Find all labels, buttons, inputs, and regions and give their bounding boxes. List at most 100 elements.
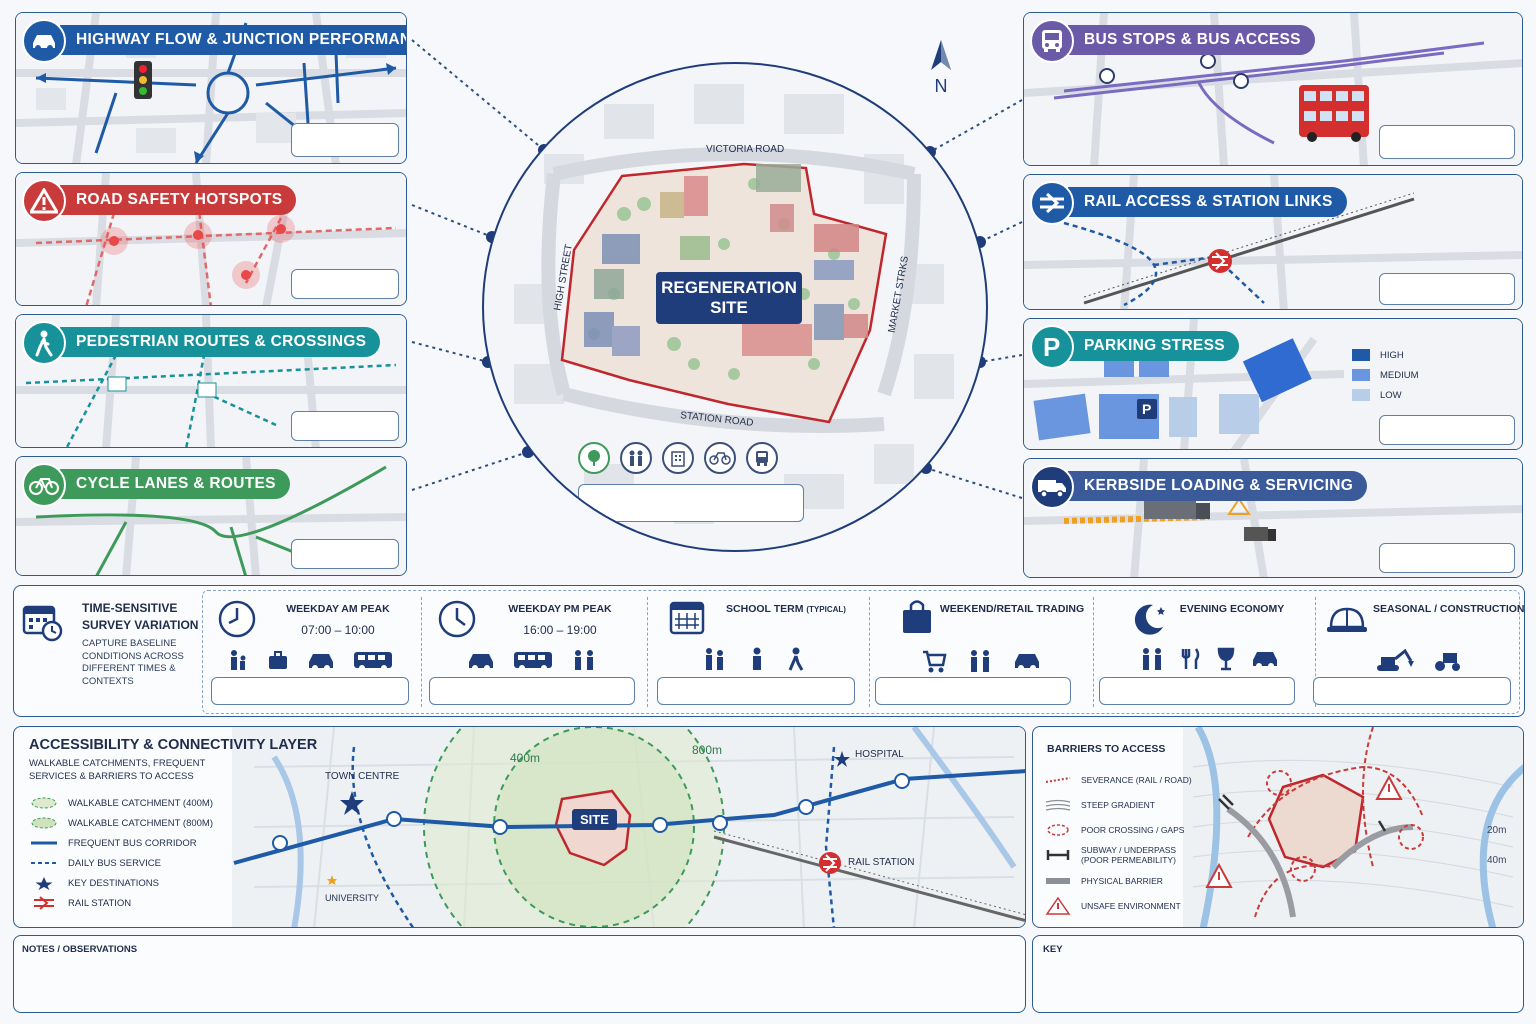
barriers-panel: Barriers to Access Severance (rail / roa…	[1032, 726, 1524, 928]
legend-high: High	[1352, 345, 1419, 365]
period-divider	[1315, 597, 1316, 707]
people-icon	[620, 442, 652, 474]
double-decker-bus-icon	[1299, 85, 1369, 142]
period-divider	[647, 597, 648, 707]
period-divider	[1093, 597, 1094, 707]
note-box[interactable]	[291, 123, 399, 157]
period-title: Weekday AM Peak	[286, 603, 390, 615]
barriers-legend: Severance (rail / road) Steep gradient P…	[1045, 767, 1192, 918]
period-note-box[interactable]	[657, 677, 855, 705]
legend-medium: Medium	[1352, 365, 1419, 385]
card-title: Road Safety Hotspots	[60, 185, 297, 215]
period-icons	[1139, 647, 1279, 676]
period-title: Seasonal / Construction	[1373, 603, 1525, 615]
card-kerbside: Kerbside Loading & Servicing	[1023, 458, 1523, 578]
accessibility-subtitle: Walkable catchments, frequent services &…	[29, 758, 206, 782]
north-label: N	[934, 76, 948, 96]
survey-periods: Weekday AM Peak 07:00 – 10:00 Weekday PM…	[202, 590, 1525, 716]
car-icon	[1013, 649, 1041, 678]
barriers-map	[1183, 727, 1523, 927]
period-icons	[467, 649, 597, 676]
period-title: Weekday PM Peak	[508, 603, 612, 615]
note-box[interactable]	[291, 539, 399, 569]
card-highway-flow: Highway Flow & Junction Performance	[15, 12, 407, 164]
moon-icon	[1131, 601, 1167, 642]
notes-title: Notes / Observations	[22, 944, 138, 955]
period-title: Weekend/Retail Trading	[939, 603, 1085, 615]
period-weekend-retail: Weekend/Retail Trading	[873, 591, 1089, 716]
star-icon	[35, 877, 53, 890]
note-box[interactable]	[1379, 415, 1515, 445]
legend-daily-bus: Daily bus service	[31, 857, 161, 869]
briefcase-icon	[267, 649, 289, 676]
note-box[interactable]	[1379, 543, 1515, 573]
card-title: Parking Stress	[1068, 331, 1239, 361]
bus-icon	[746, 442, 778, 474]
period-note-box[interactable]	[1099, 677, 1295, 705]
legend-frequent-bus: Frequent bus corridor	[31, 837, 197, 849]
clock-icon	[217, 599, 257, 644]
warning-icon	[1205, 862, 1233, 888]
map-label-hospital: Hospital	[855, 749, 904, 760]
hard-hat-icon	[1325, 603, 1369, 640]
notes-panel[interactable]: Notes / Observations	[13, 935, 1026, 1013]
trolley-icon	[921, 649, 947, 678]
period-note-box[interactable]	[211, 677, 409, 705]
north-arrow-icon	[931, 40, 951, 70]
warning-icon	[1045, 896, 1071, 915]
map-label-university: University	[325, 893, 380, 903]
period-time: 16:00 – 19:00	[523, 623, 597, 637]
clock-icon	[437, 599, 477, 644]
legend-steep-gradient: Steep gradient	[1045, 792, 1192, 817]
bus-icon	[513, 649, 553, 676]
calendar-clock-icon	[22, 602, 64, 647]
card-pedestrian: Pedestrian Routes & Crossings	[15, 314, 407, 448]
excavator-icon	[1375, 647, 1415, 678]
accessibility-map	[232, 727, 1025, 927]
card-title: Bus Stops & Bus Access	[1068, 25, 1315, 55]
car-icon	[467, 649, 495, 676]
truck-icon	[1030, 465, 1074, 509]
site-label: REGENERATION SITE	[656, 272, 802, 324]
period-note-box[interactable]	[429, 677, 635, 705]
glass-icon	[1217, 647, 1235, 676]
warning-icon	[22, 179, 66, 223]
note-box[interactable]	[291, 411, 399, 441]
people-icon	[571, 649, 597, 676]
map-label-800m: 800m	[692, 743, 723, 757]
period-note-box[interactable]	[1313, 677, 1511, 705]
card-title: Pedestrian Routes & Crossings	[60, 327, 381, 357]
north-arrow: N	[926, 38, 956, 95]
key-panel[interactable]: Key	[1032, 935, 1524, 1013]
period-title: Evening Economy	[1179, 603, 1285, 615]
accessibility-panel: Accessibility & Connectivity Layer Walka…	[13, 726, 1026, 928]
contour-label-40m: 40m	[1487, 855, 1507, 866]
legend-poor-crossing: Poor crossing / gaps	[1045, 817, 1192, 842]
car-icon	[22, 19, 66, 63]
note-box[interactable]	[1379, 125, 1515, 159]
people-icon	[1139, 647, 1165, 676]
card-road-safety: Road Safety Hotspots	[15, 172, 407, 306]
contour-label-20m: 20m	[1487, 825, 1507, 836]
svg-text:P: P	[1043, 334, 1060, 360]
legend-catchment-800: Walkable catchment (800m)	[30, 813, 213, 833]
person-icon	[749, 647, 765, 676]
period-note-box[interactable]	[875, 677, 1071, 705]
cutlery-icon	[1181, 647, 1201, 676]
card-parking-stress: P P Parking Stress High Medium Low	[1023, 318, 1523, 450]
period-icons	[227, 649, 393, 676]
tree-icon	[578, 442, 610, 474]
bus-icon	[1030, 19, 1074, 63]
note-box[interactable]	[1379, 273, 1515, 305]
roller-icon	[1433, 647, 1463, 678]
period-pm-peak: Weekday PM Peak 16:00 – 19:00	[425, 591, 641, 716]
note-box[interactable]	[291, 269, 399, 299]
card-title: Rail Access & Station Links	[1068, 187, 1347, 217]
period-evening: Evening Economy	[1097, 591, 1311, 716]
period-time: 07:00 – 10:00	[301, 623, 375, 637]
legend-low: Low	[1352, 385, 1419, 405]
period-icons	[921, 649, 1041, 678]
rail-icon	[34, 896, 54, 910]
site-note-box[interactable]	[578, 484, 804, 522]
theme-icon-row	[578, 442, 778, 474]
